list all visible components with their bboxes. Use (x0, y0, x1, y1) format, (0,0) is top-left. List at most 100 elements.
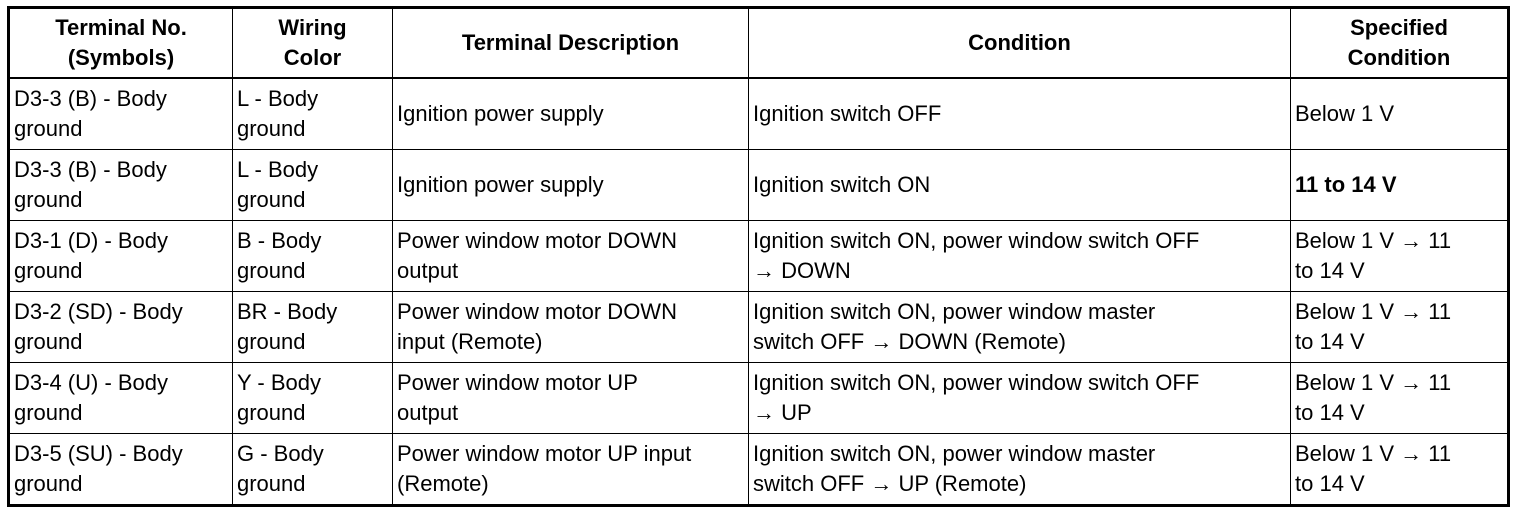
cell-specified-condition: 11 to 14 V (1290, 149, 1509, 221)
cell-line: switch OFF → UP (Remote) (753, 471, 1027, 496)
table-row: D3-2 (SD) - Body ground BR - Body ground Pow… (8, 291, 1509, 363)
cell-terminal: D3-4 (U) - Body ground (8, 362, 233, 434)
cell-terminal: D3-5 (SU) - Body ground (8, 433, 233, 506)
cell-line: Ignition switch OFF (753, 101, 942, 126)
cell-specified-condition: Below 1 V → 11 to 14 V (1290, 220, 1509, 292)
cell-condition: Ignition switch ON (748, 149, 1291, 221)
cell-condition: Ignition switch OFF (748, 77, 1291, 150)
cell-line: B - Body (237, 228, 322, 253)
cell-specified-condition: Below 1 V → 11 to 14 V (1290, 291, 1509, 363)
cell-line: (Remote) (397, 471, 489, 496)
cell-terminal-description: Power window motor UP output (392, 362, 749, 434)
cell-condition: Ignition switch ON, power window switch … (748, 362, 1291, 434)
cell-wiring-color: L - Body ground (232, 77, 393, 150)
header-specified-condition: Specified Condition (1290, 7, 1509, 79)
header-line: Specified (1350, 15, 1448, 40)
terminal-inspection-table: Terminal No. (Symbols) Wiring Color Term… (7, 6, 1510, 507)
cell-specified-condition: Below 1 V (1290, 77, 1509, 150)
cell-line: to 14 V (1295, 329, 1365, 354)
table-row: D3-5 (SU) - Body ground G - Body ground Powe… (8, 433, 1509, 506)
cell-line: Power window motor DOWN (397, 228, 677, 253)
header-line: Condition (1347, 45, 1451, 70)
cell-line: BR - Body (237, 299, 338, 324)
header-line: Terminal Description (461, 30, 680, 55)
cell-line: D3-5 (SU) - Body (14, 441, 183, 466)
cell-line: Ignition power supply (397, 101, 604, 126)
cell-condition: Ignition switch ON, power window master s… (748, 433, 1291, 506)
table-row: D3-3 (B) - Body ground L - Body ground Ignit… (8, 77, 1509, 150)
header-wiring-color: Wiring Color (232, 7, 393, 79)
header-condition: Condition (748, 7, 1291, 79)
cell-line: to 14 V (1295, 471, 1365, 496)
cell-line: ground (237, 258, 306, 283)
cell-line: ground (237, 116, 306, 141)
cell-terminal: D3-2 (SD) - Body ground (8, 291, 233, 363)
cell-line: Y - Body (237, 370, 321, 395)
cell-line: G - Body (237, 441, 324, 466)
cell-line: output (397, 258, 459, 283)
cell-terminal-description: Ignition power supply (392, 149, 749, 221)
cell-line: ground (14, 116, 83, 141)
cell-wiring-color: L - Body ground (232, 149, 393, 221)
cell-line: ground (14, 187, 83, 212)
cell-line: output (397, 400, 459, 425)
cell-line: D3-2 (SD) - Body (14, 299, 183, 324)
cell-line: ground (237, 400, 306, 425)
cell-line: D3-4 (U) - Body (14, 370, 169, 395)
header-terminal-no: Terminal No. (Symbols) (8, 7, 233, 79)
cell-line: Below 1 V (1295, 101, 1395, 126)
cell-line: Power window motor UP input (397, 441, 692, 466)
cell-wiring-color: G - Body ground (232, 433, 393, 506)
header-line: Terminal No. (55, 15, 187, 40)
header-line: Wiring (278, 15, 347, 40)
cell-line: ground (14, 329, 83, 354)
terminal-table-container: Terminal No. (Symbols) Wiring Color Term… (7, 6, 1510, 507)
cell-line: Below 1 V → 11 (1295, 299, 1452, 324)
cell-line: D3-1 (D) - Body (14, 228, 169, 253)
cell-line: Power window motor UP (397, 370, 638, 395)
cell-line: → UP (753, 400, 812, 425)
cell-line: Ignition power supply (397, 172, 604, 197)
table-header-row: Terminal No. (Symbols) Wiring Color Term… (8, 7, 1509, 79)
cell-terminal-description: Power window motor DOWN output (392, 220, 749, 292)
cell-line: Below 1 V → 11 (1295, 228, 1452, 253)
cell-line: ground (237, 187, 306, 212)
cell-line: 11 to 14 V (1295, 172, 1397, 197)
table-row: D3-4 (U) - Body ground Y - Body ground Power… (8, 362, 1509, 434)
cell-line: ground (14, 258, 83, 283)
cell-line: ground (237, 329, 306, 354)
cell-line: Ignition switch ON, power window switch … (753, 370, 1200, 395)
cell-terminal: D3-3 (B) - Body ground (8, 77, 233, 150)
cell-line: ground (14, 471, 83, 496)
cell-wiring-color: Y - Body ground (232, 362, 393, 434)
cell-condition: Ignition switch ON, power window switch … (748, 220, 1291, 292)
cell-line: Power window motor DOWN (397, 299, 677, 324)
cell-line: ground (14, 400, 83, 425)
cell-line: ground (237, 471, 306, 496)
cell-line: Ignition switch ON, power window master (753, 441, 1156, 466)
cell-line: Ignition switch ON, power window master (753, 299, 1156, 324)
cell-line: L - Body (237, 86, 319, 111)
cell-line: Below 1 V → 11 (1295, 441, 1452, 466)
cell-wiring-color: BR - Body ground (232, 291, 393, 363)
header-terminal-description: Terminal Description (392, 7, 749, 79)
table-row: D3-1 (D) - Body ground B - Body ground Power… (8, 220, 1509, 292)
header-line: Condition (968, 30, 1071, 55)
header-line: Color (283, 45, 342, 70)
cell-terminal-description: Ignition power supply (392, 77, 749, 150)
cell-line: Ignition switch ON (753, 172, 931, 197)
header-line: (Symbols) (67, 45, 175, 70)
cell-line: Below 1 V → 11 (1295, 370, 1452, 395)
cell-line: Ignition switch ON, power window switch … (753, 228, 1200, 253)
cell-line: L - Body (237, 157, 319, 182)
cell-terminal-description: Power window motor UP input (Remote) (392, 433, 749, 506)
cell-specified-condition: Below 1 V → 11 to 14 V (1290, 433, 1509, 506)
cell-line: D3-3 (B) - Body (14, 86, 167, 111)
cell-line: to 14 V (1295, 258, 1365, 283)
